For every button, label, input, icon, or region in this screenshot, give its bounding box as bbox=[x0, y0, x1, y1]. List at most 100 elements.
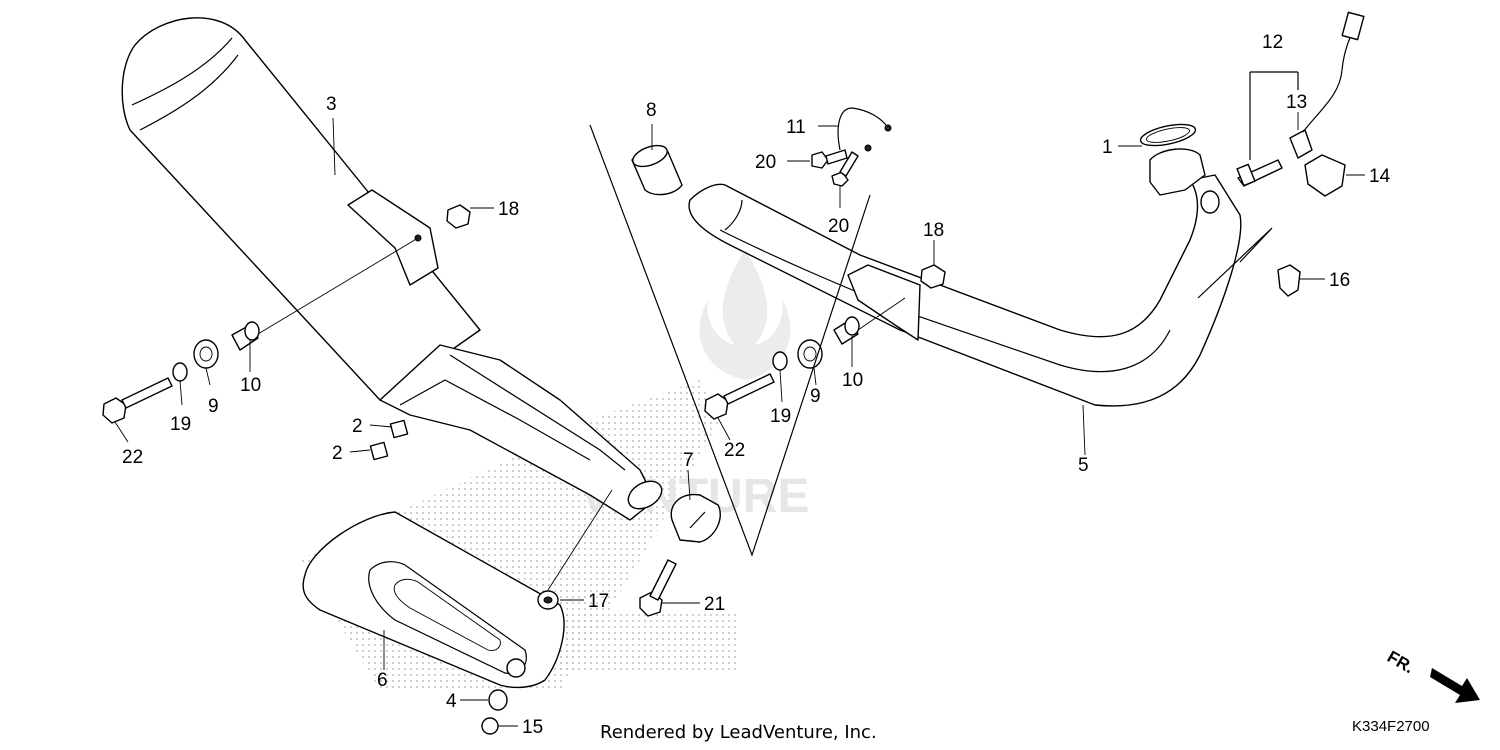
clamp-7[interactable] bbox=[670, 493, 721, 543]
heat-shield-mount-boss bbox=[506, 658, 526, 678]
group-bracket-lines bbox=[589, 71, 1299, 557]
washer-19-b-body bbox=[772, 351, 788, 371]
callout-19-b: 19 bbox=[770, 406, 791, 427]
heat-shield[interactable] bbox=[302, 511, 565, 689]
callout-16: 16 bbox=[1329, 270, 1350, 291]
bolt-21[interactable] bbox=[639, 559, 677, 617]
bolt-21-shank bbox=[649, 559, 677, 601]
collar-10-a[interactable] bbox=[231, 321, 260, 351]
gasket-1[interactable] bbox=[1139, 120, 1198, 149]
leader-bolt-pipe bbox=[857, 297, 906, 331]
leader-3 bbox=[332, 117, 336, 176]
clamp-7-body bbox=[670, 493, 721, 543]
collar-10-a-flange bbox=[244, 321, 260, 341]
callout-19-a: 19 bbox=[170, 414, 191, 435]
grommet-17[interactable] bbox=[537, 590, 559, 610]
callout-14: 14 bbox=[1369, 166, 1391, 187]
bracket-line-pipe-right bbox=[1197, 227, 1273, 299]
o2-sensor-12[interactable] bbox=[1236, 159, 1283, 187]
callout-3: 3 bbox=[326, 94, 337, 115]
sensor-wire-plug bbox=[1341, 11, 1365, 41]
callout-4: 4 bbox=[446, 691, 457, 712]
rubber-9-a-inner bbox=[199, 346, 213, 362]
callout-9-a: 9 bbox=[208, 396, 219, 417]
callout-18-a: 18 bbox=[498, 199, 519, 220]
leader-9b bbox=[813, 367, 817, 386]
bolt-15[interactable] bbox=[481, 717, 499, 735]
bracket-line-12 bbox=[1249, 71, 1299, 160]
nut-16[interactable] bbox=[1277, 264, 1301, 297]
washer-19-b[interactable] bbox=[772, 351, 788, 371]
rubber-9-a-body bbox=[193, 339, 219, 369]
bolt-15-head bbox=[481, 717, 499, 735]
callout-12: 12 bbox=[1262, 32, 1283, 53]
bracket-line-8-group bbox=[589, 124, 871, 557]
callout-18-b: 18 bbox=[923, 220, 944, 241]
bolt-20-a[interactable] bbox=[811, 149, 848, 169]
nut-2-b-body bbox=[369, 441, 389, 461]
front-direction-label: FR. bbox=[1384, 647, 1417, 677]
muffler-end-cap-line-2 bbox=[139, 54, 239, 131]
callout-22-a: 22 bbox=[122, 447, 143, 468]
leader-22b bbox=[717, 417, 731, 441]
muffler-body bbox=[121, 17, 481, 401]
nut-18-a-body bbox=[446, 204, 471, 229]
band-clip-11-end bbox=[884, 124, 892, 132]
footer-credit: Rendered by LeadVenture, Inc. bbox=[600, 722, 877, 743]
rubber-9-a[interactable] bbox=[193, 339, 219, 369]
clamp-7-ear bbox=[689, 511, 706, 529]
bolt-22-a[interactable] bbox=[102, 377, 173, 424]
callout-13: 13 bbox=[1286, 92, 1307, 113]
nut-16-body bbox=[1277, 264, 1301, 297]
bolt-20-b[interactable] bbox=[831, 151, 859, 187]
bolt-22-a-head bbox=[102, 397, 127, 424]
exhaust-pipe-flange bbox=[1149, 148, 1206, 196]
collar-4[interactable] bbox=[488, 689, 508, 711]
leader-2a bbox=[369, 424, 393, 428]
leader-lines bbox=[114, 112, 1365, 727]
callout-22-b: 22 bbox=[724, 440, 745, 461]
heat-shield-body bbox=[302, 511, 565, 689]
exhaust-pipe[interactable] bbox=[688, 148, 1242, 407]
callout-15: 15 bbox=[522, 717, 543, 738]
washer-19-a[interactable] bbox=[172, 362, 188, 382]
nut-2-a-body bbox=[389, 419, 409, 439]
callout-labels: 1 2 2 3 4 5 6 7 8 9 9 10 10 11 12 13 14 … bbox=[122, 32, 1391, 738]
sensor-connector-13[interactable] bbox=[1289, 11, 1365, 159]
exhaust-pipe-body bbox=[688, 174, 1242, 407]
collar-10-b-flange bbox=[844, 316, 860, 336]
grommet-17-hole bbox=[543, 596, 553, 604]
muffler-outlet-tip bbox=[627, 480, 663, 510]
sensor-cap bbox=[1289, 129, 1313, 159]
callout-9-b: 9 bbox=[810, 386, 821, 407]
band-clip-11[interactable] bbox=[837, 107, 892, 152]
callout-17: 17 bbox=[588, 591, 609, 612]
sensor-wire bbox=[1302, 21, 1359, 133]
clamp-14-body bbox=[1304, 154, 1346, 197]
front-direction-indicator: FR. bbox=[1384, 647, 1480, 703]
exhaust-pipe-sensor-boss bbox=[1200, 190, 1220, 214]
callout-10-b: 10 bbox=[842, 370, 863, 391]
leader-19a bbox=[179, 380, 183, 406]
collar-8[interactable] bbox=[630, 141, 683, 196]
leader-bolt-muffler bbox=[257, 237, 419, 335]
gasket-ring-inner bbox=[1145, 127, 1191, 143]
watermark-dot-shadow-2 bbox=[560, 610, 740, 670]
nut-2-b[interactable] bbox=[369, 441, 389, 461]
muffler[interactable] bbox=[121, 17, 666, 521]
nut-2-a[interactable] bbox=[389, 419, 409, 439]
rubber-9-b-inner bbox=[803, 346, 817, 362]
bolt-20-b-shank bbox=[839, 151, 859, 177]
callout-10-a: 10 bbox=[240, 375, 261, 396]
washer-19-a-body bbox=[172, 362, 188, 382]
bolt-22-b[interactable] bbox=[704, 373, 775, 420]
callout-7: 7 bbox=[683, 450, 694, 471]
heat-shield-vent bbox=[393, 578, 501, 651]
collar-10-b[interactable] bbox=[833, 316, 860, 345]
clamp-14[interactable] bbox=[1304, 154, 1346, 197]
leader-5 bbox=[1082, 404, 1086, 456]
nut-18-a[interactable] bbox=[446, 204, 471, 229]
leader-9a bbox=[205, 367, 211, 386]
sensor-hex bbox=[1236, 163, 1256, 187]
